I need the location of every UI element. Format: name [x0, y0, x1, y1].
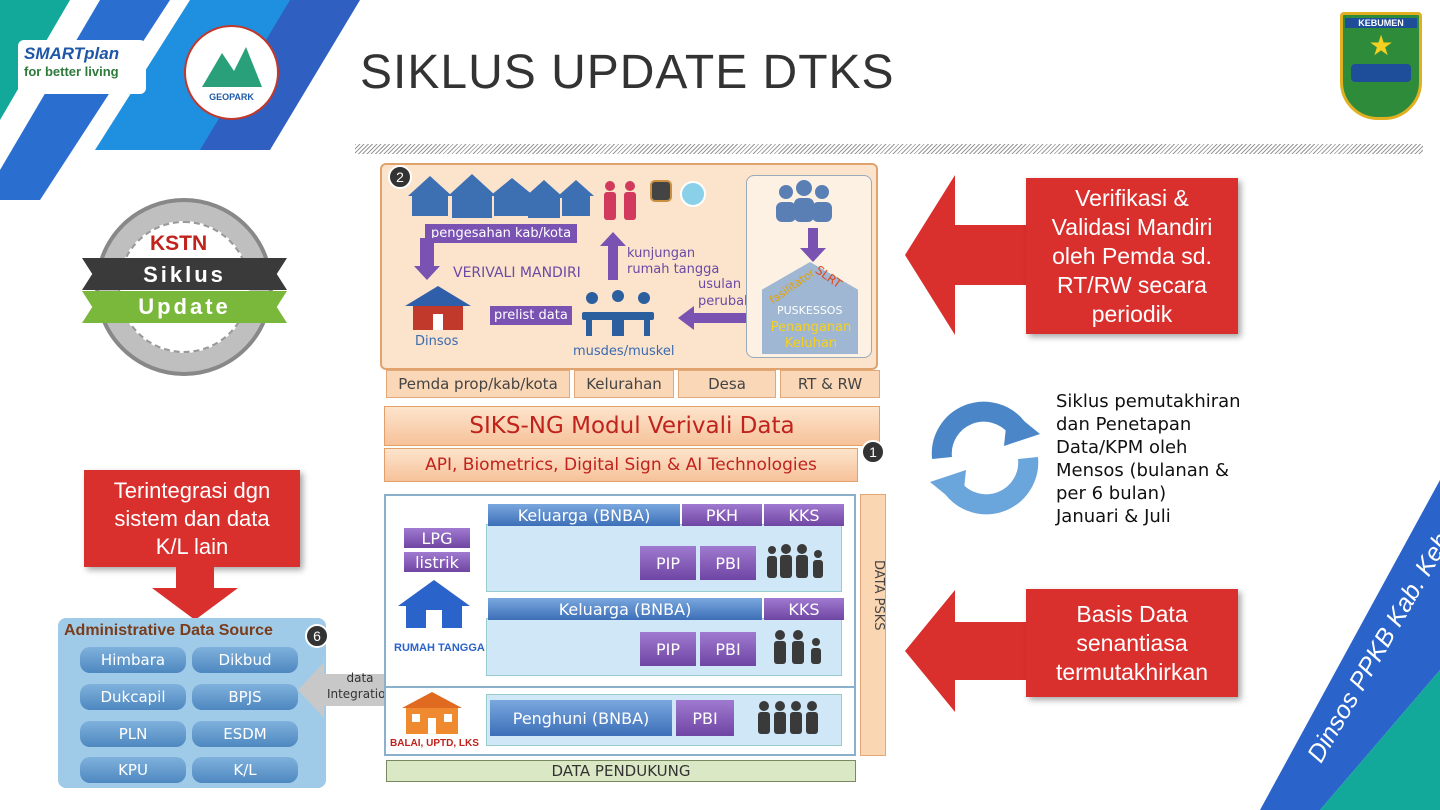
admin-item-dikbud: Dikbud: [192, 647, 298, 673]
down-arrow-icon: [152, 566, 238, 620]
down-arrow-icon-2: [800, 228, 826, 262]
row3-penghuni: Penghuni (BNBA): [490, 700, 672, 736]
row1-kks: KKS: [764, 504, 844, 526]
integration-label: data Integration: [326, 671, 394, 701]
badge-line1: Siklus: [143, 262, 226, 287]
left-arrow-icon: [678, 306, 756, 330]
rumah-tangga-label: RUMAH TANGGA: [394, 642, 485, 654]
cycle-description: Siklus pemutakhiran dan Penetapan Data/K…: [1056, 391, 1241, 527]
admin-item-dukcapil: Dukcapil: [80, 684, 186, 710]
kebumen-text: KEBUMEN: [1345, 18, 1417, 28]
badge-ribbon-green: [82, 291, 287, 323]
puskessos-label: PUSKESSOS: [777, 304, 843, 317]
lpg-tag: LPG: [404, 528, 470, 548]
row2-keluarga: Keluarga (BNBA): [488, 598, 762, 620]
siks-api-bar: API, Biometrics, Digital Sign & AI Techn…: [384, 448, 858, 482]
basis-data-callout: Basis Data senantiasa termutakhirkan: [1026, 589, 1238, 697]
geopark-text: GEOPARK: [209, 92, 254, 102]
siks-module-bar: SIKS-NG Modul Verivali Data: [384, 406, 880, 446]
down-arrow-icon-1: [420, 238, 434, 268]
balai-label: BALAI, UPTD, LKS: [390, 738, 479, 749]
group-people-icon: [776, 180, 832, 222]
kstn-label: KSTN: [150, 232, 208, 255]
row1-pip: PIP: [640, 546, 696, 580]
row2-kks: KKS: [764, 598, 844, 620]
kebumen-emblem: KEBUMEN ★: [1340, 12, 1422, 120]
step-1-badge: 1: [861, 440, 885, 464]
row3-pbi: PBI: [676, 700, 734, 736]
family-icon-2: [774, 630, 821, 664]
up-arrow-icon: [600, 232, 626, 280]
verifikasi-callout: Verifikasi & Validasi Mandiri oleh Pemda…: [1026, 178, 1238, 334]
psks-side-label: DATA PSKS: [871, 560, 886, 631]
camera-icon: [650, 180, 672, 202]
penanganan-label: Penanganan Keluhan: [770, 320, 852, 351]
refresh-cycle-icon: [930, 401, 1040, 515]
row1-keluarga: Keluarga (BNBA): [488, 504, 680, 526]
left-arrow-big-2: [905, 590, 1035, 712]
tab-kelurahan: Kelurahan: [574, 370, 674, 398]
dinsos-building-icon: [405, 286, 471, 330]
tab-pemda: Pemda prop/kab/kota: [386, 370, 570, 398]
smart-plan-logo: SMARTplan for better living: [18, 40, 146, 94]
row1-pkh: PKH: [682, 504, 762, 526]
left-arrow-big-1: [905, 175, 1035, 335]
row2-pip: PIP: [640, 632, 696, 666]
row1-pbi: PBI: [700, 546, 756, 580]
tab-desa: Desa: [678, 370, 776, 398]
admin-item-pln: PLN: [80, 721, 186, 747]
admin-item-bpjs: BPJS: [192, 684, 298, 710]
star-icon: ★: [1368, 30, 1394, 61]
verivali-mandiri-label: VERIVALI MANDIRI: [453, 265, 581, 281]
dinsos-label: Dinsos: [415, 334, 459, 349]
geopark-logo: GEOPARK: [184, 25, 279, 120]
header-decoration: [0, 0, 360, 200]
group-icon-3: [758, 701, 818, 734]
visit-people-icon: [604, 181, 636, 220]
arrow-head-down-1: [414, 266, 440, 280]
family-icon-1: [767, 544, 823, 578]
data-pendukung-bar: DATA PENDUKUNG: [386, 760, 856, 782]
row2-pbi: PBI: [700, 632, 756, 666]
musdes-label: musdes/muskel: [573, 344, 675, 359]
step-6-badge: 6: [305, 624, 329, 648]
house-icon: [398, 580, 470, 628]
page-title: SIKLUS UPDATE DTKS: [360, 46, 895, 99]
admin-item-esdm: ESDM: [192, 721, 298, 747]
admin-item-himbara: Himbara: [80, 647, 186, 673]
smart-plan-tagline: for better living: [24, 64, 119, 79]
smart-plan-word: SMARTplan: [24, 44, 120, 63]
admin-item-kl: K/L: [192, 757, 298, 783]
admin-source-title: Administrative Data Source: [64, 622, 273, 639]
hatch-divider: [355, 144, 1423, 154]
location-icon: [680, 181, 706, 207]
mountain-icon: [202, 47, 262, 87]
kunjungan-label: kunjungan rumah tangga: [627, 246, 720, 277]
emblem-wave: [1351, 64, 1411, 82]
corner-decoration: [1260, 480, 1440, 810]
psks-side-bar: [860, 494, 886, 756]
prelist-label: prelist data: [490, 306, 572, 325]
balai-building-icon: [402, 692, 462, 734]
badge-line2: Update: [138, 294, 231, 319]
tab-rtrw: RT & RW: [780, 370, 880, 398]
step-2-badge: 2: [388, 165, 412, 189]
houses-icon: [408, 174, 594, 218]
admin-item-kpu: KPU: [80, 757, 186, 783]
pengesahan-label: pengesahan kab/kota: [425, 224, 578, 243]
badge-ribbon-dark: [82, 258, 287, 290]
integration-callout: Terintegrasi dgn sistem dan data K/L lai…: [84, 470, 300, 567]
listrik-tag: listrik: [404, 552, 470, 572]
meeting-icon: [582, 290, 654, 336]
